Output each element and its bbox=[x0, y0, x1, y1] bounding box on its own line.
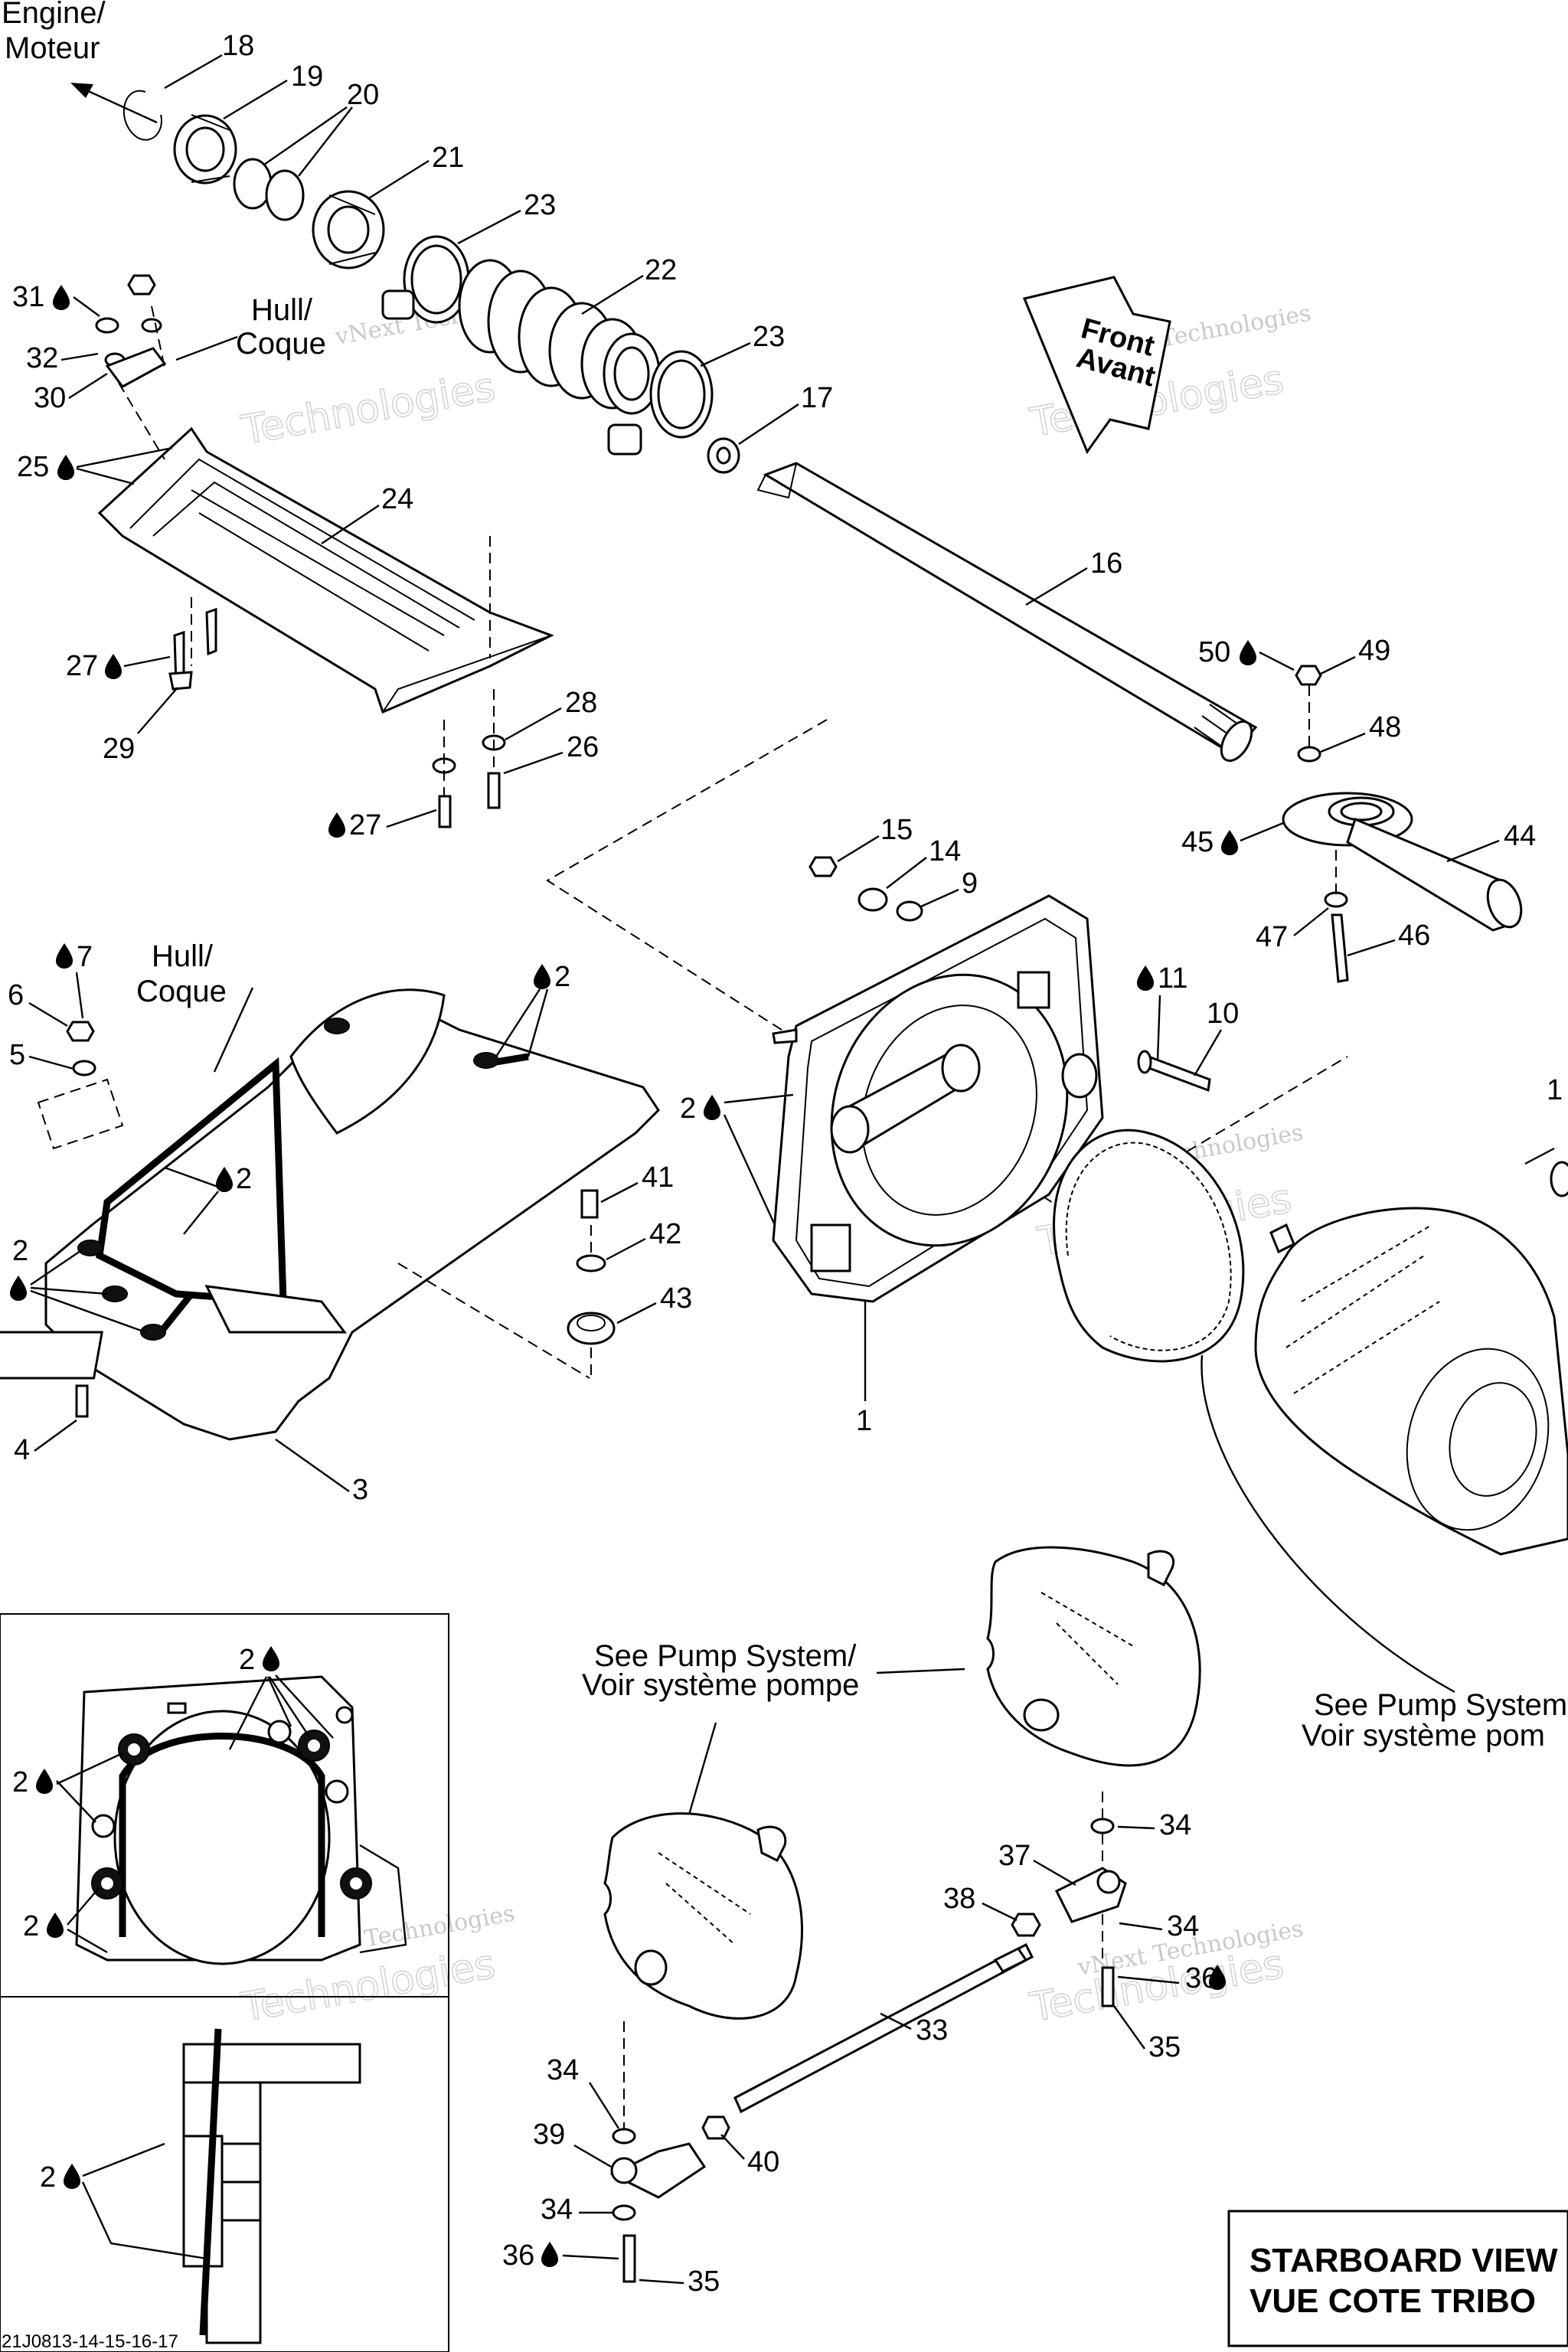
callout-47: 47 bbox=[1256, 921, 1288, 953]
callout-36b: 36 bbox=[502, 2239, 534, 2272]
callout-11: 11 bbox=[1158, 962, 1187, 995]
engine-label-fr: Moteur bbox=[5, 31, 100, 65]
callout-31: 31 bbox=[12, 281, 44, 313]
callout-41: 41 bbox=[642, 1161, 674, 1194]
callout-38: 38 bbox=[943, 1883, 975, 1915]
callouts: 18 19 20 21 23 22 23 17 31 32 30 25 24 1… bbox=[8, 30, 1563, 2298]
callout-37: 37 bbox=[998, 1840, 1031, 1872]
callout-25: 25 bbox=[17, 451, 49, 483]
svg-text:Technologies: Technologies bbox=[238, 364, 498, 454]
callout-17: 17 bbox=[801, 382, 833, 414]
callout-35b: 35 bbox=[688, 2265, 720, 2298]
callout-29: 29 bbox=[103, 733, 135, 765]
callout-4: 4 bbox=[14, 1434, 30, 1466]
callout-34c: 34 bbox=[547, 2054, 579, 2086]
callout-32: 32 bbox=[26, 342, 58, 374]
callout-24: 24 bbox=[381, 483, 413, 515]
callout-2e: 2 bbox=[239, 1644, 255, 1676]
drive-shaft-assembly: Engine/ Moteur bbox=[2, 0, 1258, 763]
impeller-housing bbox=[1053, 1129, 1568, 1556]
callout-50: 50 bbox=[1198, 636, 1230, 668]
callout-7: 7 bbox=[77, 941, 93, 973]
callout-34d: 34 bbox=[541, 2194, 573, 2226]
callout-3: 3 bbox=[352, 1474, 368, 1506]
callout-43: 43 bbox=[660, 1282, 692, 1315]
drawing-code: 21J0813-14-15-16-17 bbox=[2, 2331, 178, 2352]
callout-49: 49 bbox=[1358, 635, 1390, 667]
see-pump-left-fr: Voir système pompe bbox=[582, 1668, 859, 1702]
callout-30: 30 bbox=[34, 382, 66, 414]
see-pump-right: See Pump System bbox=[1314, 1688, 1567, 1722]
hull-label-mid: Hull/ bbox=[152, 939, 214, 973]
callout-16: 16 bbox=[1090, 547, 1122, 580]
callout-22: 22 bbox=[645, 254, 677, 286]
callout-2a: 2 bbox=[554, 961, 570, 993]
callout-27a: 27 bbox=[66, 650, 98, 682]
callout-15: 15 bbox=[880, 814, 913, 846]
hull-label-mid-fr: Coque bbox=[136, 975, 227, 1008]
callout-23a: 23 bbox=[524, 189, 556, 221]
callout-34b: 34 bbox=[1167, 1910, 1199, 1942]
callout-9: 9 bbox=[962, 867, 978, 900]
hull-plate-assembly bbox=[0, 988, 660, 1441]
callout-35a: 35 bbox=[1148, 2031, 1181, 2063]
callout-18: 18 bbox=[222, 30, 254, 62]
front-direction-arrow: Front Avant bbox=[1022, 276, 1171, 455]
callout-34a: 34 bbox=[1159, 1809, 1191, 1841]
callout-21: 21 bbox=[432, 142, 464, 174]
callout-48: 48 bbox=[1369, 711, 1401, 743]
hull-label-top-fr: Coque bbox=[236, 327, 326, 361]
callout-6: 6 bbox=[8, 979, 24, 1011]
engine-label: Engine/ bbox=[2, 0, 106, 30]
see-pump-right-fr: Voir système pom bbox=[1302, 1719, 1545, 1753]
callout-23b: 23 bbox=[753, 321, 785, 353]
callout-28: 28 bbox=[565, 687, 597, 719]
see-pump-left: See Pump System/ bbox=[594, 1639, 857, 1673]
callout-45: 45 bbox=[1181, 826, 1214, 858]
callout-2g: 2 bbox=[23, 1910, 39, 1942]
view-title-box bbox=[1227, 2210, 1568, 2347]
shaft-seal-fitting bbox=[1282, 665, 1523, 983]
callout-1: 1 bbox=[856, 1405, 872, 1437]
callout-2b: 2 bbox=[680, 1093, 696, 1125]
callout-42: 42 bbox=[649, 1218, 681, 1250]
callout-2c: 2 bbox=[236, 1163, 252, 1195]
callout-46: 46 bbox=[1398, 920, 1430, 952]
callout-1-right: 1 bbox=[1547, 1074, 1563, 1106]
callout-39: 39 bbox=[533, 2118, 565, 2151]
leader-line bbox=[175, 335, 1455, 1815]
callout-5: 5 bbox=[9, 1039, 25, 1071]
callout-2h: 2 bbox=[40, 2161, 56, 2194]
callout-19: 19 bbox=[291, 60, 323, 93]
callout-20: 20 bbox=[347, 79, 379, 111]
callout-2f: 2 bbox=[12, 1766, 28, 1798]
callout-26: 26 bbox=[567, 731, 599, 763]
inset-view-side bbox=[0, 1996, 449, 2352]
view-title: STARBOARD VIEW bbox=[1250, 2242, 1558, 2279]
support-bracket-assembly bbox=[95, 274, 554, 828]
callout-44: 44 bbox=[1504, 820, 1536, 852]
inset-view-front bbox=[0, 1613, 449, 1998]
callout-27b: 27 bbox=[349, 809, 381, 841]
hull-label-top: Hull/ bbox=[251, 293, 313, 327]
steering-assembly bbox=[603, 1546, 1201, 2283]
callout-10: 10 bbox=[1207, 998, 1239, 1030]
callout-40: 40 bbox=[747, 2146, 779, 2178]
callout-2d: 2 bbox=[12, 1235, 28, 1267]
callout-14: 14 bbox=[929, 835, 961, 867]
view-title-fr: VUE COTE TRIBO bbox=[1250, 2282, 1536, 2320]
callout-33: 33 bbox=[916, 2014, 948, 2047]
alignment-guide bbox=[546, 719, 1348, 1219]
pump-housing bbox=[772, 856, 1211, 1303]
